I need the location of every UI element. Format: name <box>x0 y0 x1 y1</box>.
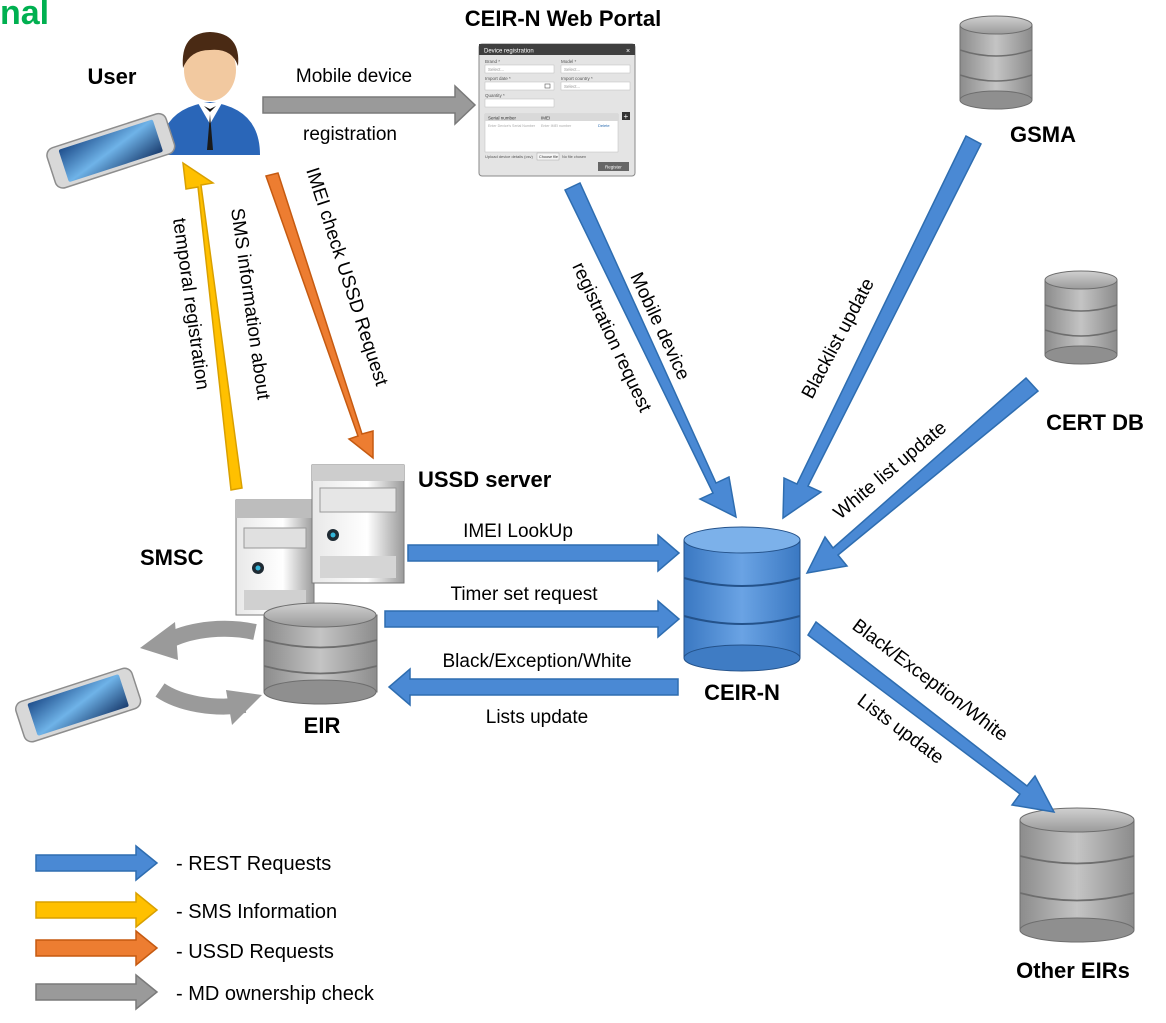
legend-label-ussd: - USSD Requests <box>176 941 334 963</box>
legend-arrow-sms <box>35 891 159 929</box>
label-mobile-device: Mobile device <box>296 66 412 87</box>
legend: - REST Requests - SMS Information - USSD… <box>35 844 375 1011</box>
ceir-n-label: CEIR-N <box>704 680 780 705</box>
legend-label-rest: - REST Requests <box>176 853 331 875</box>
upload-label: Upload device details (csv) <box>485 154 533 159</box>
arrow-sms-to-user <box>182 161 243 491</box>
delete-link[interactable]: Delete <box>598 123 610 128</box>
portal-close-icon[interactable]: × <box>626 48 630 55</box>
user-avatar <box>160 32 260 155</box>
user-label: User <box>88 64 137 89</box>
calendar-icon[interactable] <box>544 83 551 89</box>
eir-label: EIR <box>304 713 341 738</box>
label-registration: registration <box>303 124 397 145</box>
import-country-value: Select... <box>564 84 580 89</box>
register-button-label: Register <box>605 165 622 170</box>
portal-window-title: Device registration <box>484 49 534 55</box>
partial-title: nal <box>0 0 49 32</box>
choose-file-label: Choose file <box>539 155 558 159</box>
legend-label-sms: - SMS Information <box>176 901 337 923</box>
label-lists-update: Lists update <box>486 707 588 728</box>
cert-db-database-icon <box>1044 270 1118 365</box>
cert-db-label: CERT DB <box>1046 410 1144 435</box>
brand-select[interactable] <box>484 64 555 74</box>
plus-icon: + <box>624 112 629 121</box>
add-row-button[interactable] <box>622 112 630 120</box>
gsma-label: GSMA <box>1010 122 1076 147</box>
label-imei-lookup: IMEI LookUp <box>463 521 573 542</box>
serial-column-header: Serial number <box>488 116 517 121</box>
legend-arrow-ussd <box>35 929 159 967</box>
label-blacklist-update: Blacklist update <box>798 275 879 402</box>
arrow-gsma-to-ceir <box>782 134 983 520</box>
choose-file-button[interactable] <box>536 152 560 161</box>
quantity-input[interactable] <box>484 98 555 108</box>
label-bew: Black/Exception/White <box>442 651 631 672</box>
imei-input[interactable]: Enter IMEI number <box>541 124 572 128</box>
legend-arrow-md <box>35 973 159 1011</box>
smsc-label: SMSC <box>140 545 204 570</box>
arrow-ceir-to-eir <box>387 667 679 707</box>
no-file-label: No file chosen <box>562 155 586 159</box>
eir-database-icon <box>263 602 378 705</box>
gsma-database-icon <box>959 15 1033 110</box>
arrow-user-to-portal <box>262 84 477 126</box>
arrow-ussd-request <box>265 172 374 460</box>
import-country-select[interactable] <box>560 81 631 91</box>
cycle-arrow-head-bottom <box>226 690 262 725</box>
import-date-label: Import date * <box>485 76 511 81</box>
ussd-server-label: USSD server <box>418 467 552 492</box>
web-portal-window: Device registration × Brand * Select... … <box>478 43 636 177</box>
model-label: Model * <box>561 59 577 64</box>
smsc-server-icon <box>235 499 315 616</box>
ussd-server-icon <box>311 464 405 584</box>
arrow-ceir-to-other-eirs <box>807 620 1056 813</box>
label-timer-set: Timer set request <box>450 584 598 605</box>
arrow-portal-to-ceir <box>563 181 737 519</box>
label-imei-check-ussd: IMEI check USSD Request <box>301 165 392 389</box>
arrow-timer-set <box>384 599 681 639</box>
portal-title: CEIR-N Web Portal <box>465 6 661 31</box>
mobile-phone-top <box>46 112 176 189</box>
other-eirs-label: Other EIRs <box>1016 958 1130 983</box>
legend-arrow-rest <box>35 844 159 882</box>
cycle-arrow-head-top <box>140 622 178 660</box>
brand-label: Brand * <box>485 59 500 64</box>
other-eirs-database-icon <box>1019 807 1135 943</box>
mobile-phone-bottom <box>14 667 142 743</box>
register-button[interactable] <box>598 162 629 171</box>
import-country-label: Import country * <box>561 76 593 81</box>
model-select-value: Select... <box>564 67 580 72</box>
model-select[interactable] <box>560 64 631 74</box>
imei-column-header: IMEI <box>541 116 550 121</box>
arrow-imei-lookup <box>407 533 681 573</box>
quantity-label: Quantity * <box>485 93 505 98</box>
label-sms-info-1: SMS information about <box>226 207 274 402</box>
arrow-cert-to-ceir <box>805 376 1040 574</box>
ceir-n-database-icon <box>683 526 801 672</box>
import-date-input[interactable] <box>484 81 555 91</box>
brand-select-value: Select... <box>488 67 504 72</box>
serial-input[interactable]: Enter Device's Serial Number <box>488 124 536 128</box>
legend-label-md: - MD ownership check <box>176 983 375 1005</box>
